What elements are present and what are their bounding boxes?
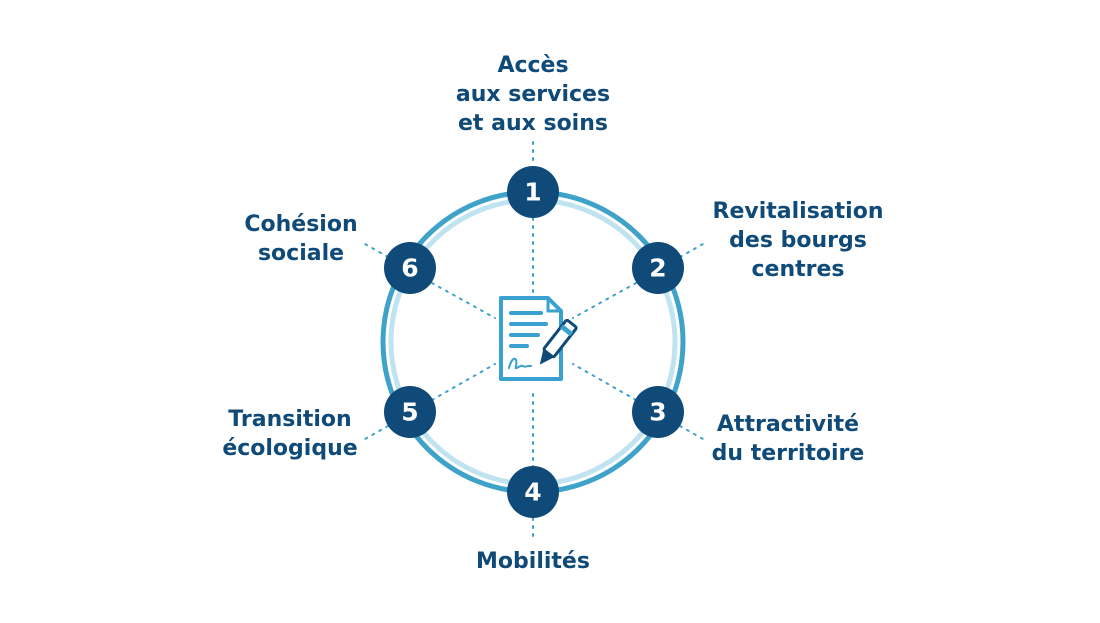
document-fold <box>546 298 561 313</box>
node-label-1: Accès aux services et aux soins <box>413 51 653 138</box>
node-badge-2 <box>632 242 684 294</box>
spoke-3 <box>572 363 637 401</box>
label-line: et aux soins <box>458 111 608 136</box>
node-label-4: Mobilités <box>413 547 653 576</box>
pen-icon <box>539 318 578 365</box>
node-number-1: 1 <box>524 178 541 207</box>
node-label-2: Revitalisation des bourgs centres <box>680 197 916 284</box>
document-signature-pen-icon <box>499 296 578 381</box>
label-line: centres <box>751 257 845 282</box>
spokes <box>431 217 637 469</box>
node-2: 2 <box>632 242 684 294</box>
node-badge-4 <box>507 466 559 518</box>
node-number-3: 3 <box>649 398 666 427</box>
node-badge-1 <box>507 166 559 218</box>
signature-squiggle <box>508 357 532 370</box>
node-badge-6 <box>384 242 436 294</box>
spoke-6 <box>431 282 496 319</box>
label-connectors <box>364 141 704 541</box>
node-number-6: 6 <box>401 254 418 283</box>
label-line: sociale <box>257 241 345 266</box>
label-line: Transition <box>228 407 352 432</box>
label-line: Accès <box>497 53 569 78</box>
spoke-5 <box>431 363 496 401</box>
label-line: écologique <box>222 436 358 461</box>
label-line: des bourgs <box>729 228 867 253</box>
label-line: du territoire <box>711 441 865 466</box>
label-line: Attractivité <box>716 412 860 437</box>
node-label-6: Cohésion sociale <box>196 210 406 268</box>
node-number-2: 2 <box>649 254 666 283</box>
node-badge-3 <box>632 386 684 438</box>
node-badge-5 <box>384 386 436 438</box>
node-4: 4 <box>507 466 559 518</box>
label-line: aux services <box>455 82 611 107</box>
node-label-3: Attractivité du territoire <box>680 410 896 468</box>
node-label-5: Transition écologique <box>180 405 400 463</box>
spoke-2 <box>572 282 637 319</box>
pen-band <box>559 324 574 337</box>
label-line: Revitalisation <box>712 199 884 224</box>
label-line: Cohésion <box>244 212 358 237</box>
node-5: 5 <box>384 386 436 438</box>
node-number-5: 5 <box>401 398 418 427</box>
label-line: Mobilités <box>476 549 590 574</box>
node-6: 6 <box>384 242 436 294</box>
pen-nib <box>539 349 554 365</box>
node-3: 3 <box>632 386 684 438</box>
node-1: 1 <box>507 166 559 218</box>
node-number-4: 4 <box>524 478 541 507</box>
